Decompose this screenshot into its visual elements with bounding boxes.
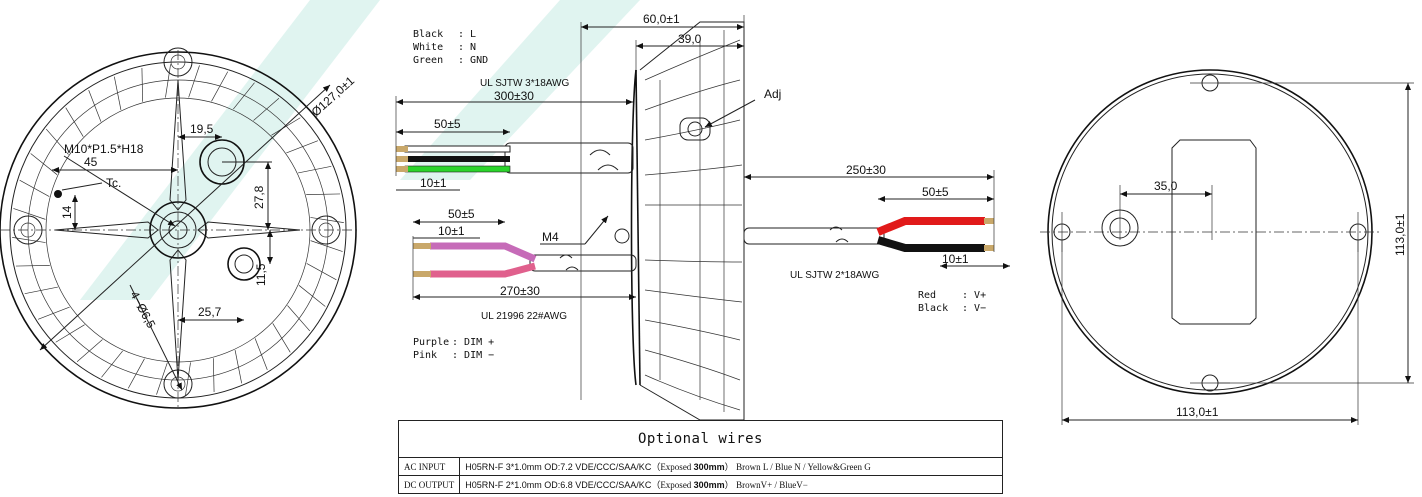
table-title: Optional wires	[398, 420, 1003, 458]
fin-line	[101, 350, 123, 378]
dim-cable-spec: UL 21996 22#AWG	[481, 311, 567, 322]
dim-color-legend: Purple : DIM + Pink : DIM −	[413, 337, 494, 361]
dc-color-legend: Red : V+ Black : V−	[918, 290, 986, 314]
fin-line	[272, 323, 291, 353]
svg-text:Purple: Purple	[413, 337, 449, 348]
fin-line	[24, 286, 58, 295]
fin-line	[19, 179, 50, 197]
overall-depth: 60,0±1	[643, 12, 680, 26]
svg-text:: V−: : V−	[962, 303, 986, 314]
fin-line	[127, 358, 145, 389]
fin-line	[306, 193, 341, 195]
fin-line	[185, 362, 191, 396]
svg-text:: V+: : V+	[962, 290, 986, 301]
svg-text:: GND: : GND	[458, 55, 488, 66]
svg-text:Pink: Pink	[413, 350, 437, 361]
optional-wires-table: Optional wires AC INPUT H05RN-F 3*1.0mm …	[397, 420, 1003, 494]
svg-text:Red: Red	[918, 290, 936, 301]
fin-line	[286, 140, 319, 154]
dc-length: 250±30	[846, 163, 886, 177]
fin-line	[213, 358, 215, 393]
table-row: AC INPUT H05RN-F 3*1.0mm OD:7.2 VDE/CCC/…	[397, 457, 1003, 476]
svg-text:Green: Green	[413, 55, 443, 66]
fin-line	[254, 338, 268, 371]
row-label: DC OUTPUT	[397, 475, 461, 494]
tc-label: Tc.	[106, 176, 121, 190]
dim-14: 14	[60, 205, 74, 219]
thread-label: M10*P1.5*H18	[64, 142, 144, 156]
wire-white	[404, 145, 511, 153]
svg-text:: DIM −: : DIM −	[452, 350, 494, 361]
back-height: 113,0±1	[1393, 213, 1407, 256]
svg-text:Black: Black	[918, 303, 948, 314]
ac-tip: 10±1	[420, 176, 447, 190]
fin-line	[287, 305, 311, 332]
dc-cable-spec: UL SJTW 2*18AWG	[790, 270, 879, 281]
svg-text:Black: Black	[413, 29, 443, 40]
svg-text:: DIM +: : DIM +	[452, 337, 494, 348]
dc-tip: 10±1	[942, 252, 969, 266]
adj-callout: Adj	[764, 87, 781, 101]
dim-11-5: 11,5	[254, 263, 268, 286]
fin-line	[30, 153, 58, 175]
ac-strip: 50±5	[434, 117, 461, 131]
m4-callout: M4	[542, 230, 559, 244]
dim-cable	[413, 242, 637, 278]
dim-tip: 10±1	[438, 224, 465, 238]
dim-25-7: 25,7	[198, 305, 222, 319]
svg-text:: N: : N	[458, 42, 476, 53]
fin-line	[37, 306, 70, 320]
dim-19-5: 19,5	[190, 122, 214, 136]
fin-line	[298, 165, 332, 174]
ac-length: 300±30	[494, 89, 534, 103]
dc-cable	[743, 217, 994, 252]
dim-27-8: 27,8	[252, 185, 266, 209]
table-row: DC OUTPUT H05RN-F 2*1.0mm OD:6.8 VDE/CCC…	[397, 475, 1003, 494]
svg-text:White: White	[413, 42, 443, 53]
row-spec: H05RN-F 2*1.0mm OD:6.8 VDE/CCC/SAA/KC（Ex…	[459, 475, 1003, 494]
fin-line	[298, 285, 326, 307]
back-offset: 35,0	[1154, 179, 1178, 193]
fin-line	[234, 350, 243, 384]
fin-line	[310, 217, 344, 223]
body-depth: 39,0	[678, 32, 702, 46]
holes-label: 4−Ø6,5	[127, 289, 158, 331]
ac-cable-spec: UL SJTW 3*18AWG	[480, 78, 569, 89]
dim-length: 270±30	[500, 284, 540, 298]
fin-line	[76, 339, 103, 363]
wire-black	[405, 156, 510, 162]
dc-strip: 50±5	[922, 185, 949, 199]
ac-cable	[396, 142, 634, 174]
fin-line	[211, 71, 229, 102]
fin-line	[15, 265, 50, 267]
fin-line	[113, 76, 122, 110]
row-label: AC INPUT	[397, 457, 461, 476]
fin-line	[65, 107, 84, 137]
back-view: 35,0 113,0±1 113,0±1	[1040, 69, 1414, 425]
back-width: 113,0±1	[1176, 405, 1219, 419]
fin-line	[306, 263, 337, 281]
svg-text:: L: : L	[458, 29, 476, 40]
legend-color: Black	[413, 29, 443, 40]
fin-line	[55, 324, 85, 343]
fin-line	[156, 362, 168, 395]
ac-color-legend: Black : L White : N Green : GND	[413, 29, 488, 66]
side-view: Black : L White : N Green : GND UL SJTW …	[395, 12, 1010, 421]
fin-line	[88, 89, 102, 122]
dim-45: 45	[84, 155, 98, 169]
wire-green	[404, 165, 511, 173]
row-spec: H05RN-F 3*1.0mm OD:7.2 VDE/CCC/SAA/KC（Ex…	[459, 457, 1003, 476]
dim-strip: 50±5	[448, 207, 475, 221]
fin-line	[141, 67, 143, 102]
